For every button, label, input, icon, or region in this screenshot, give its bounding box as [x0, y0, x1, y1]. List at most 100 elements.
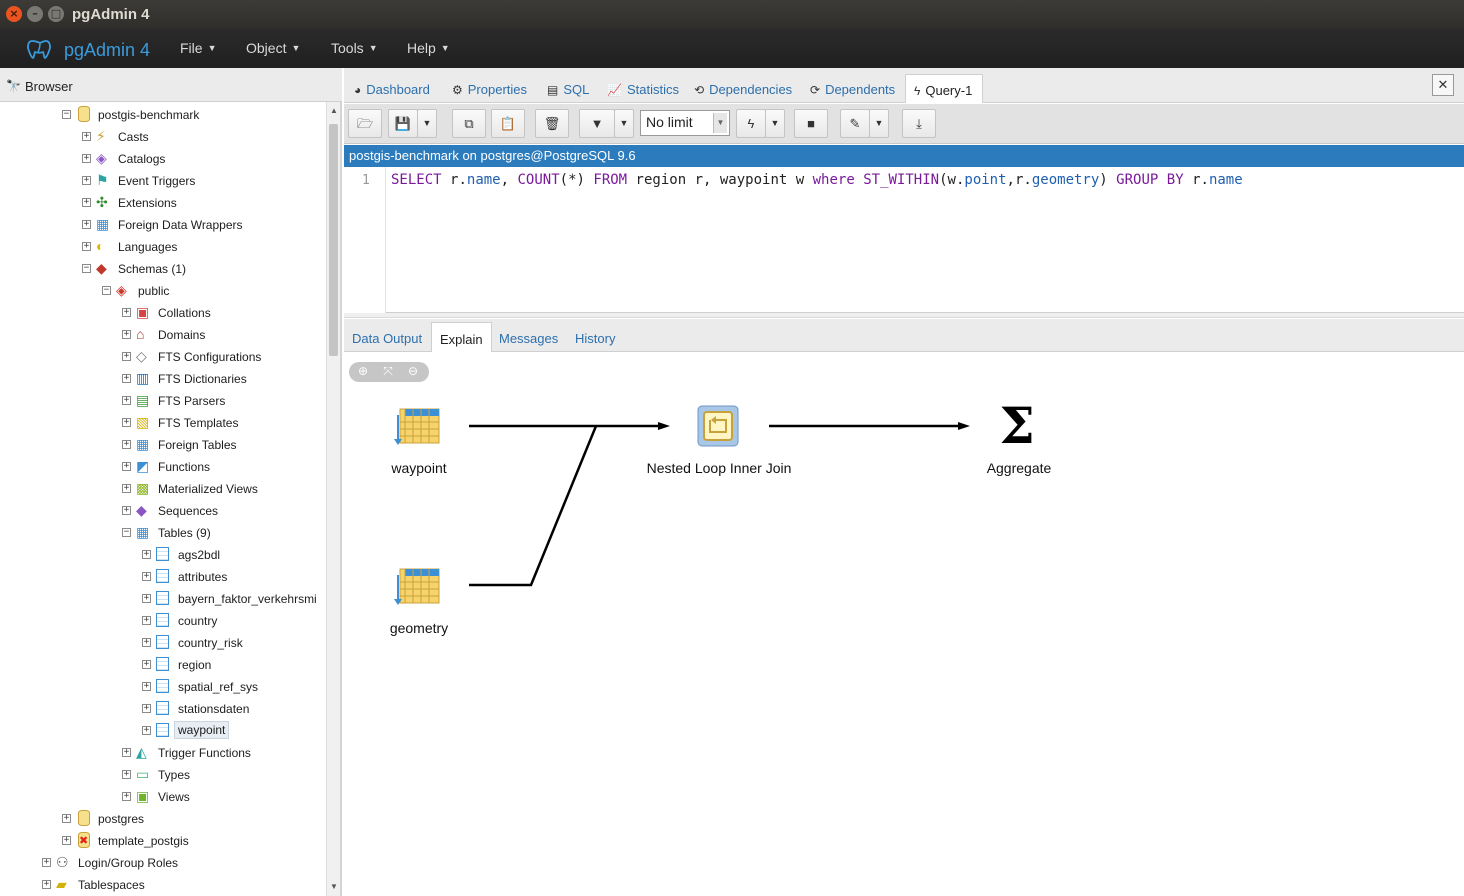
open-file-button[interactable]: 🗁 — [348, 109, 382, 138]
tab-data-output[interactable]: Data Output — [352, 331, 423, 346]
line-number: 1 — [362, 173, 370, 188]
expand-icon[interactable]: + — [42, 857, 51, 867]
expand-icon[interactable]: + — [122, 439, 131, 449]
delete-button[interactable]: 🗑 — [535, 109, 569, 138]
tab-messages[interactable]: Messages — [499, 331, 559, 346]
query-toolbar: 🗁 💾 ▼ ⧉ 📋 🗑 ▼ ▼ No limit▼ ϟ ▼ ■ ✎ ▼ ⤓ — [344, 104, 1464, 144]
expand-icon[interactable]: + — [122, 747, 131, 757]
expand-icon[interactable]: + — [142, 681, 151, 691]
expand-icon[interactable]: + — [142, 593, 151, 603]
expand-icon[interactable]: + — [142, 637, 151, 647]
close-panel-button[interactable]: ✕ — [1432, 74, 1454, 96]
expand-icon[interactable]: + — [82, 175, 91, 185]
tab-dashboard[interactable]: ◕Dashboard — [354, 82, 430, 97]
menu-tools[interactable]: Tools▼ — [331, 40, 378, 56]
sql-editor[interactable]: 1 SELECT r.name, COUNT(*) FROM region r,… — [344, 167, 1464, 313]
expand-icon[interactable]: + — [142, 725, 151, 735]
table-icon — [156, 701, 169, 715]
expand-icon[interactable]: + — [142, 659, 151, 669]
caret-down-icon: ▼ — [422, 118, 432, 128]
expand-icon[interactable]: + — [122, 351, 131, 361]
expand-icon[interactable]: + — [62, 835, 71, 845]
edit-button[interactable]: ✎ — [840, 109, 870, 138]
window-minimize-button[interactable]: – — [27, 6, 43, 22]
scroll-up-icon[interactable]: ▲ — [330, 106, 338, 115]
tab-dependencies[interactable]: ⟲Dependencies — [694, 82, 793, 97]
scrollbar-thumb[interactable] — [329, 124, 338, 356]
tab-dependents[interactable]: ⟳Dependents — [810, 82, 896, 97]
zoom-in-icon[interactable]: ⊕ — [357, 364, 369, 378]
expand-icon[interactable]: + — [82, 219, 91, 229]
expand-icon[interactable]: + — [122, 329, 131, 339]
collapse-icon[interactable]: − — [62, 109, 71, 119]
paste-button[interactable]: 📋 — [491, 109, 525, 138]
database-disconnected-icon: ✖ — [78, 832, 90, 848]
expand-icon[interactable]: + — [122, 769, 131, 779]
expand-icon[interactable]: + — [62, 813, 71, 823]
window-titlebar: × – □ pgAdmin 4 — [0, 0, 1464, 29]
filter-button[interactable]: ▼ — [579, 109, 615, 138]
collapse-icon[interactable]: − — [82, 263, 91, 273]
expand-icon[interactable]: + — [122, 791, 131, 801]
expand-icon[interactable]: + — [82, 153, 91, 163]
filter-dropdown-button[interactable]: ▼ — [614, 109, 634, 138]
tree-node-label: region — [178, 658, 212, 672]
execute-button[interactable]: ϟ — [736, 109, 766, 138]
expand-icon[interactable]: + — [122, 505, 131, 515]
table-scan-icon[interactable] — [394, 408, 440, 445]
window-close-button[interactable]: × — [6, 6, 22, 22]
expand-icon[interactable]: + — [122, 307, 131, 317]
expand-icon[interactable]: + — [122, 483, 131, 493]
copy-button[interactable]: ⧉ — [452, 109, 486, 138]
sql-code[interactable]: SELECT r.name, COUNT(*) FROM region r, w… — [391, 172, 1243, 188]
scroll-down-icon[interactable]: ▼ — [330, 882, 338, 891]
tab-statistics[interactable]: 📈Statistics — [607, 82, 679, 97]
expand-icon[interactable]: + — [142, 549, 151, 559]
tree-node-label: waypoint — [174, 721, 230, 739]
expand-icon[interactable]: + — [122, 373, 131, 383]
row-limit-select[interactable]: No limit▼ — [640, 110, 730, 136]
stop-button[interactable]: ■ — [794, 109, 828, 138]
extensions-icon: ✣ — [96, 194, 108, 210]
save-dropdown-button[interactable]: ▼ — [417, 109, 437, 138]
collapse-icon[interactable]: − — [102, 285, 111, 295]
zoom-fit-icon[interactable]: ⤧ — [383, 364, 393, 378]
expand-icon[interactable]: + — [82, 241, 91, 251]
expand-icon[interactable]: + — [82, 131, 91, 141]
menu-file[interactable]: File▼ — [180, 40, 217, 56]
nested-loop-icon[interactable] — [697, 405, 739, 447]
menu-object[interactable]: Object▼ — [246, 40, 301, 56]
tab-properties[interactable]: ⚙Properties — [452, 82, 528, 97]
expand-icon[interactable]: + — [142, 615, 151, 625]
collapse-icon[interactable]: − — [122, 527, 131, 537]
expand-icon[interactable]: + — [82, 197, 91, 207]
tree-node-label: FTS Parsers — [158, 394, 226, 408]
expand-icon[interactable]: + — [122, 395, 131, 405]
window-maximize-button[interactable]: □ — [48, 6, 64, 22]
tree-scrollbar[interactable]: ▲ ▼ — [326, 102, 340, 896]
tree-node-label: Tables (9) — [158, 526, 211, 540]
execute-dropdown-button[interactable]: ▼ — [765, 109, 785, 138]
save-button[interactable]: 💾 — [388, 109, 418, 138]
zoom-controls: ⊕ ⤧ ⊖ — [349, 362, 429, 382]
database-icon — [78, 810, 90, 826]
table-scan-icon[interactable] — [394, 568, 440, 605]
expand-icon[interactable]: + — [142, 703, 151, 713]
zoom-out-icon[interactable]: ⊖ — [407, 364, 419, 378]
aggregate-sigma-icon[interactable]: Σ — [999, 396, 1034, 455]
tab-explain[interactable]: Explain — [431, 322, 492, 352]
edit-dropdown-button[interactable]: ▼ — [869, 109, 889, 138]
panel-splitter[interactable] — [344, 313, 1464, 318]
plan-node-label: Nested Loop Inner Join — [646, 460, 792, 476]
fts-parsers-icon: ▤ — [136, 392, 150, 408]
download-button[interactable]: ⤓ — [902, 109, 936, 138]
expand-icon[interactable]: + — [142, 571, 151, 581]
menu-help[interactable]: Help▼ — [407, 40, 450, 56]
tab-sql[interactable]: ▤SQL — [547, 82, 590, 97]
expand-icon[interactable]: + — [122, 417, 131, 427]
expand-icon[interactable]: + — [42, 879, 51, 889]
tab-history[interactable]: History — [575, 331, 616, 346]
connection-bar: postgis-benchmark on postgres@PostgreSQL… — [344, 145, 1464, 167]
expand-icon[interactable]: + — [122, 461, 131, 471]
